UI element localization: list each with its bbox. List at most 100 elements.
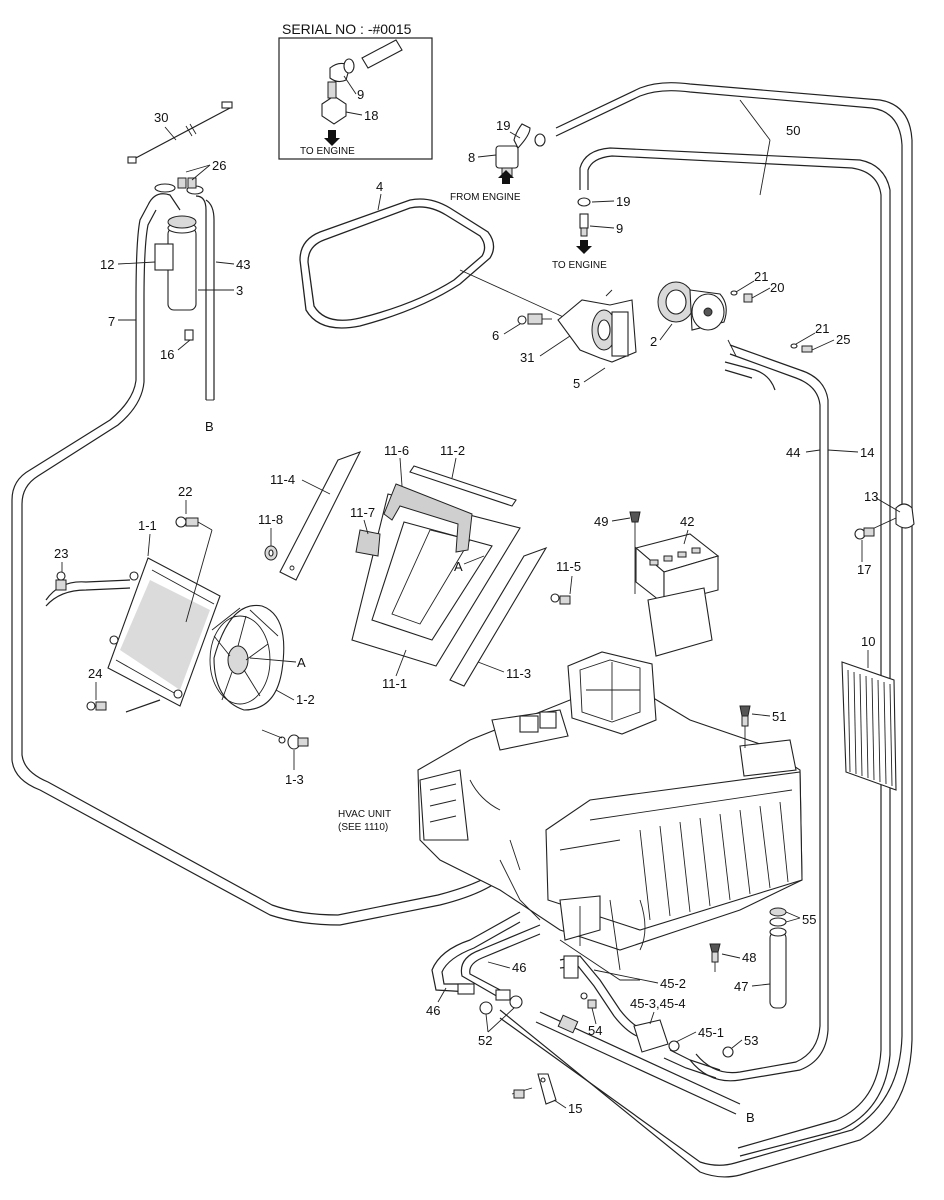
callout-46-b: 46	[426, 1003, 440, 1018]
callout-6: 6	[492, 328, 499, 343]
hose-7-left-loop	[11, 204, 501, 926]
callout-9: 9	[616, 221, 623, 236]
callout-45-3-45-4: 45-3,45-4	[630, 996, 686, 1011]
idler-bracket-5	[557, 289, 637, 363]
seal-11-7	[355, 529, 381, 557]
callout-14: 14	[860, 445, 874, 460]
clamp-15	[511, 1073, 557, 1105]
clamp-13	[854, 503, 915, 540]
bolt-49	[629, 511, 641, 594]
expansion-valve-45	[559, 955, 721, 1079]
callout-1-2: 1-2	[296, 692, 315, 707]
plate-11-2	[409, 465, 517, 507]
callout-26: 26	[212, 158, 226, 173]
duct-frame-11-1	[351, 493, 521, 667]
bolt-48	[709, 943, 721, 972]
compressor-2	[657, 281, 737, 357]
hose-44-14	[689, 344, 829, 1082]
callout-53: 53	[744, 1033, 758, 1048]
bolt-22	[175, 516, 213, 623]
note-hvac-line1: HVAC UNIT	[338, 809, 391, 820]
bolt-53	[722, 1046, 734, 1058]
callout-21-a: 21	[754, 269, 768, 284]
callout-51: 51	[772, 709, 786, 724]
callout-19-a: 19	[496, 118, 510, 133]
cap-55	[769, 907, 787, 927]
callout-30: 30	[154, 110, 168, 125]
note-to-engine: TO ENGINE	[552, 260, 607, 271]
callout-42: 42	[680, 514, 694, 529]
inset-to-engine: TO ENGINE	[300, 146, 355, 157]
callout-44: 44	[786, 445, 800, 460]
callout-1-3: 1-3	[285, 772, 304, 787]
callout-a-fan: A	[297, 655, 306, 670]
fan-1-2	[209, 604, 285, 711]
bolt-51	[739, 705, 751, 748]
callout-13: 13	[864, 489, 878, 504]
callout-45-2: 45-2	[660, 976, 686, 991]
callout-18: 18	[364, 108, 378, 123]
controller-42	[634, 533, 720, 657]
callout-2: 2	[650, 334, 657, 349]
callout-47: 47	[734, 979, 748, 994]
hose-50-outer-loop	[499, 82, 913, 1178]
valve-8	[495, 123, 546, 184]
inset-pipe-fitting	[321, 39, 403, 146]
callout-11-1: 11-1	[382, 676, 407, 691]
bolt-24	[86, 701, 107, 711]
callout-11-8: 11-8	[258, 512, 283, 527]
note-hvac-line2: (SEE 1110)	[338, 822, 388, 833]
note-from-engine: FROM ENGINE	[450, 192, 521, 203]
callout-3: 3	[236, 283, 243, 298]
bolt-20	[730, 290, 753, 303]
callout-11-3: 11-3	[506, 666, 531, 681]
callout-11-6: 11-6	[384, 443, 409, 458]
callout-11-7: 11-7	[350, 505, 375, 520]
seal-11-6	[383, 483, 473, 553]
callout-11-2: 11-2	[440, 443, 465, 458]
callout-8: 8	[468, 150, 475, 165]
callout-55: 55	[802, 912, 816, 927]
hose-to-b	[535, 1011, 741, 1115]
callout-31: 31	[520, 350, 534, 365]
callout-11-4: 11-4	[270, 472, 295, 487]
drain-tube-47	[769, 927, 787, 1009]
callout-10: 10	[861, 634, 875, 649]
callout-7: 7	[108, 314, 115, 329]
pipes-46	[431, 911, 541, 1015]
condenser-1-1	[45, 557, 221, 713]
callout-4: 4	[376, 179, 383, 194]
callout-b-bottom: B	[746, 1110, 755, 1125]
callout-12: 12	[100, 257, 114, 272]
wire-30: 30	[127, 101, 233, 164]
callout-50: 50	[786, 123, 800, 138]
callout-43: 43	[236, 257, 250, 272]
bolt-23	[55, 571, 67, 591]
callout-22: 22	[178, 484, 192, 499]
callout-49: 49	[594, 514, 608, 529]
callout-9-inset: 9	[357, 87, 364, 102]
serial-inset-box: SERIAL NO : -#0015 9 18 TO ENGINE	[278, 21, 433, 160]
bolt-6	[517, 313, 552, 325]
callout-11-5: 11-5	[556, 559, 581, 574]
belt-4	[299, 198, 495, 329]
filter-10	[841, 661, 897, 791]
callout-46-a: 46	[512, 960, 526, 975]
callout-1-1: 1-1	[138, 518, 157, 533]
hvac-unit	[417, 651, 803, 981]
panel-11-3	[449, 546, 548, 687]
callout-16: 16	[160, 347, 174, 362]
fitting-to-engine	[576, 197, 592, 254]
bolt-54	[580, 992, 597, 1009]
callout-19-b: 19	[616, 194, 630, 209]
callout-25: 25	[836, 332, 850, 347]
callout-b-top: B	[205, 419, 214, 434]
washer-11-8	[264, 545, 278, 561]
callout-52: 52	[478, 1033, 492, 1048]
callout-48: 48	[742, 950, 756, 965]
duct-panel-11-4	[279, 451, 362, 581]
callout-23: 23	[54, 546, 68, 561]
bolt-25	[790, 343, 813, 353]
receiver-drier-3	[147, 177, 215, 401]
